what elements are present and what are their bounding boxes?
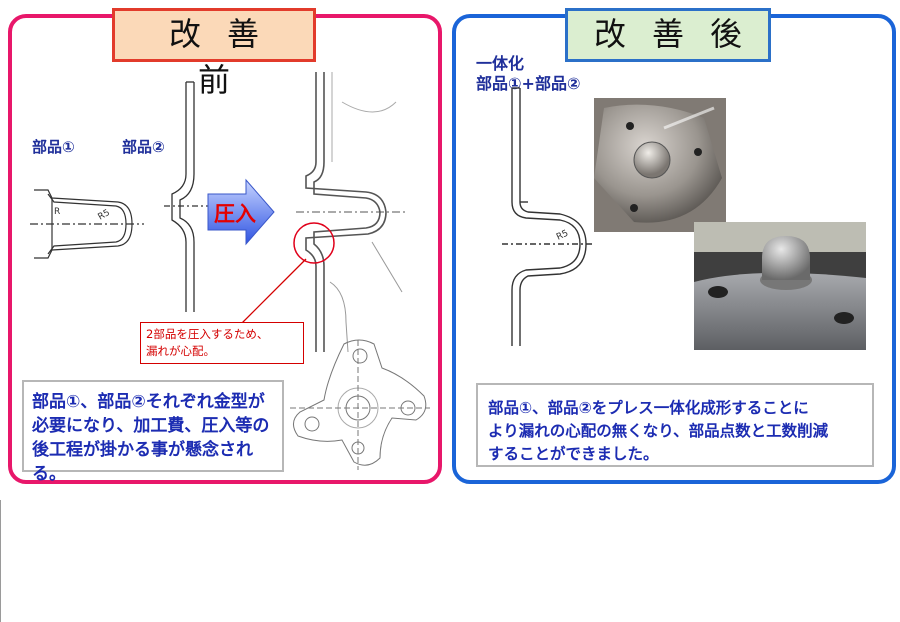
part1-dim-r5: R5	[97, 208, 112, 223]
part1-label: 部品①	[32, 138, 75, 156]
integrated-part-drawing: R5	[502, 87, 594, 346]
part1-drawing: R R5	[30, 189, 144, 259]
page-edge-line	[0, 500, 1, 622]
photo-1-illustration	[594, 98, 726, 232]
press-fit-label: 圧入	[214, 202, 256, 226]
after-note-line-2: より漏れの心配の無くなり、部品点数と工数削減	[488, 422, 829, 440]
leak-concern-callout: 2部品を圧入するため、 漏れが心配。	[140, 322, 304, 364]
before-note: 部品①、部品②それぞれ金型が 必要になり、加工費、圧入等の 後工程が掛かる事が懸…	[22, 380, 284, 484]
integration-subtitle: 部品①+部品②	[476, 74, 581, 93]
callout-line-1: 2部品を圧入するため、	[146, 327, 269, 341]
photo-2-illustration	[694, 222, 866, 350]
press-fit-arrow	[207, 178, 275, 246]
part2-label: 部品②	[122, 138, 165, 156]
top-view-drawing	[290, 339, 430, 470]
after-note: 部品①、部品②をプレス一体化成形することに より漏れの心配の無くなり、部品点数と…	[476, 383, 874, 467]
before-note-line-3: 後工程が掛かる事が懸念される。	[32, 440, 253, 484]
integrated-dim-r5: R5	[555, 229, 570, 243]
integrated-part-photo-2	[694, 222, 866, 350]
callout-line-2: 漏れが心配。	[146, 344, 215, 358]
part1-dim-r: R	[54, 207, 60, 217]
after-tab-label: 改善後	[565, 8, 771, 62]
after-note-line-3: することができました。	[488, 445, 659, 463]
integrated-part-photo-1	[594, 98, 726, 232]
part2-drawing	[164, 81, 208, 312]
after-note-line-1: 部品①、部品②をプレス一体化成形することに	[488, 399, 809, 417]
integration-title: 一体化	[476, 54, 525, 73]
before-note-line-2: 必要になり、加工費、圧入等の	[32, 416, 270, 436]
callout-pointer	[237, 258, 307, 328]
before-note-line-1: 部品①、部品②それぞれ金型が	[32, 392, 265, 412]
assembled-drawing	[293, 72, 406, 353]
before-tab-label: 改善前	[112, 8, 316, 99]
